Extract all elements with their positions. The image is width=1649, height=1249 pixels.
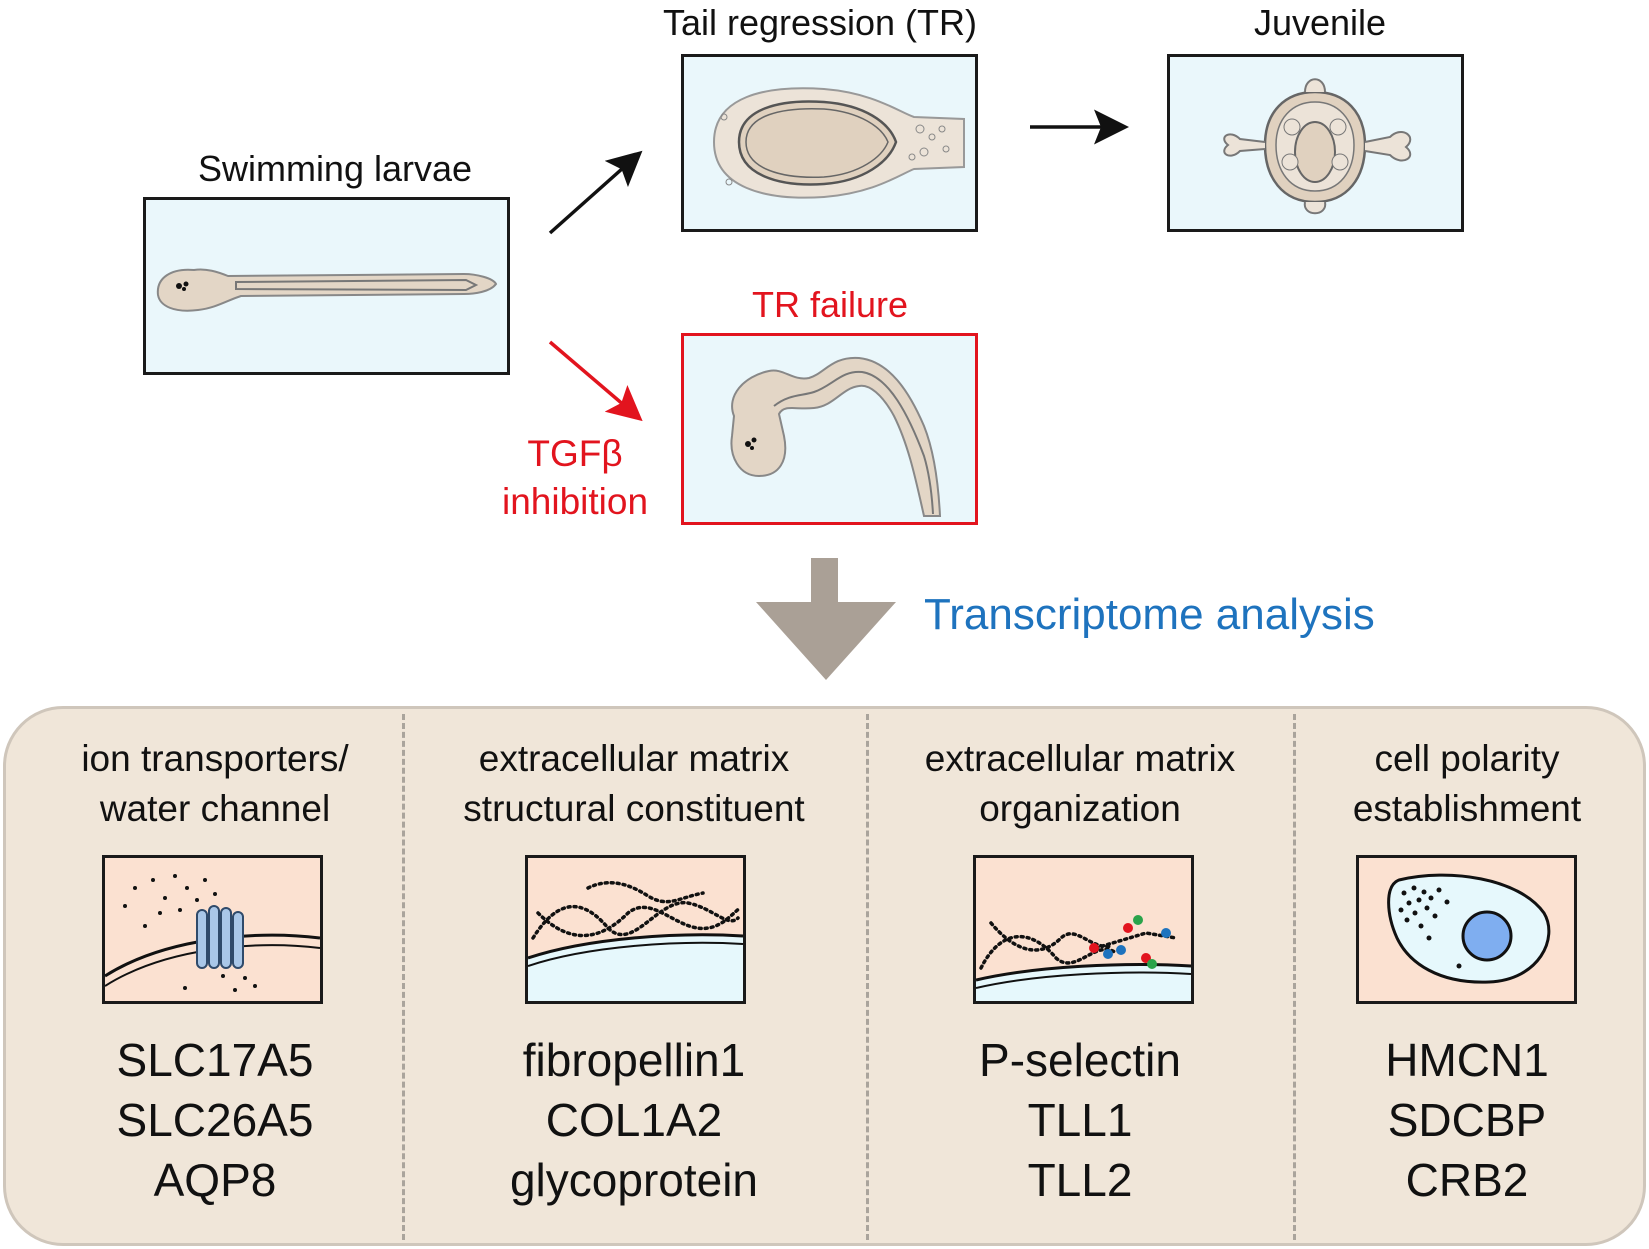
category-title-line2: establishment [1352, 788, 1582, 829]
category-title-line2: organization [979, 788, 1181, 829]
gene-list-cell-polarity: HMCN1 SDCBP CRB2 [1257, 1030, 1649, 1210]
tr-failure-label: TR failure [751, 284, 909, 325]
divider-3 [1293, 714, 1296, 1240]
tail-regression-panel [681, 54, 978, 232]
category-title-line1: extracellular matrix [478, 738, 790, 779]
tr-failure-illustration [730, 356, 942, 517]
gene-name: CRB2 [1405, 1154, 1529, 1206]
tgf-inhibition-label: TGFβ inhibition [470, 430, 680, 526]
swimming-larvae-panel [143, 197, 510, 375]
tgf-inhibition-line2: inhibition [501, 481, 649, 522]
big-down-arrow [756, 558, 896, 680]
gene-list-ecm-structural: fibropellin1 COL1A2 glycoprotein [424, 1030, 844, 1210]
arrow-to-tr-failure [548, 340, 643, 422]
category-title-line2: structural constituent [463, 788, 805, 829]
gene-name: SLC26A5 [116, 1094, 314, 1146]
tail-regression-label: Tail regression (TR) [662, 2, 978, 43]
category-title-line1: cell polarity [1374, 738, 1560, 779]
juvenile-illustration [1223, 78, 1412, 215]
transcriptome-analysis-label: Transcriptome analysis [924, 590, 1375, 639]
juvenile-label: Juvenile [1253, 2, 1387, 43]
gene-name: P-selectin [979, 1034, 1181, 1086]
category-title-ecm-organization: extracellular matrix organization [870, 734, 1290, 834]
gene-name: glycoprotein [509, 1154, 759, 1206]
swimming-larvae-label: Swimming larvae [197, 148, 473, 189]
divider-1 [402, 714, 405, 1240]
category-title-ecm-structural: extracellular matrix structural constitu… [424, 734, 844, 834]
gene-name: HMCN1 [1385, 1034, 1549, 1086]
gene-name: fibropellin1 [522, 1034, 746, 1086]
category-title-cell-polarity: cell polarity establishment [1257, 734, 1649, 834]
gene-name: AQP8 [153, 1154, 277, 1206]
cell-polarity-icon [1356, 855, 1577, 1004]
gene-list-ion-transport: SLC17A5 SLC26A5 AQP8 [5, 1030, 425, 1210]
divider-2 [866, 714, 869, 1240]
category-title-line1: extracellular matrix [924, 738, 1236, 779]
larva-illustration [156, 268, 498, 312]
gene-name: TLL2 [1027, 1154, 1133, 1206]
tr-failure-panel [681, 333, 978, 525]
gene-name: SLC17A5 [116, 1034, 314, 1086]
ecm-organization-icon [973, 855, 1194, 1004]
ecm-fibers-icon [525, 855, 746, 1004]
category-title-line2: water channel [99, 788, 331, 829]
ion-channel-icon [102, 855, 323, 1004]
gene-name: SDCBP [1387, 1094, 1547, 1146]
gene-list-ecm-organization: P-selectin TLL1 TLL2 [870, 1030, 1290, 1210]
arrow-to-tail-regression [548, 150, 643, 235]
juvenile-panel [1167, 54, 1464, 232]
category-title-line1: ion transporters/ [81, 738, 349, 779]
gene-name: TLL1 [1027, 1094, 1133, 1146]
gene-name: COL1A2 [545, 1094, 723, 1146]
tgf-inhibition-line1: TGFβ [527, 433, 623, 474]
category-title-ion-transport: ion transporters/ water channel [5, 734, 425, 834]
tail-regression-illustration [712, 87, 965, 199]
